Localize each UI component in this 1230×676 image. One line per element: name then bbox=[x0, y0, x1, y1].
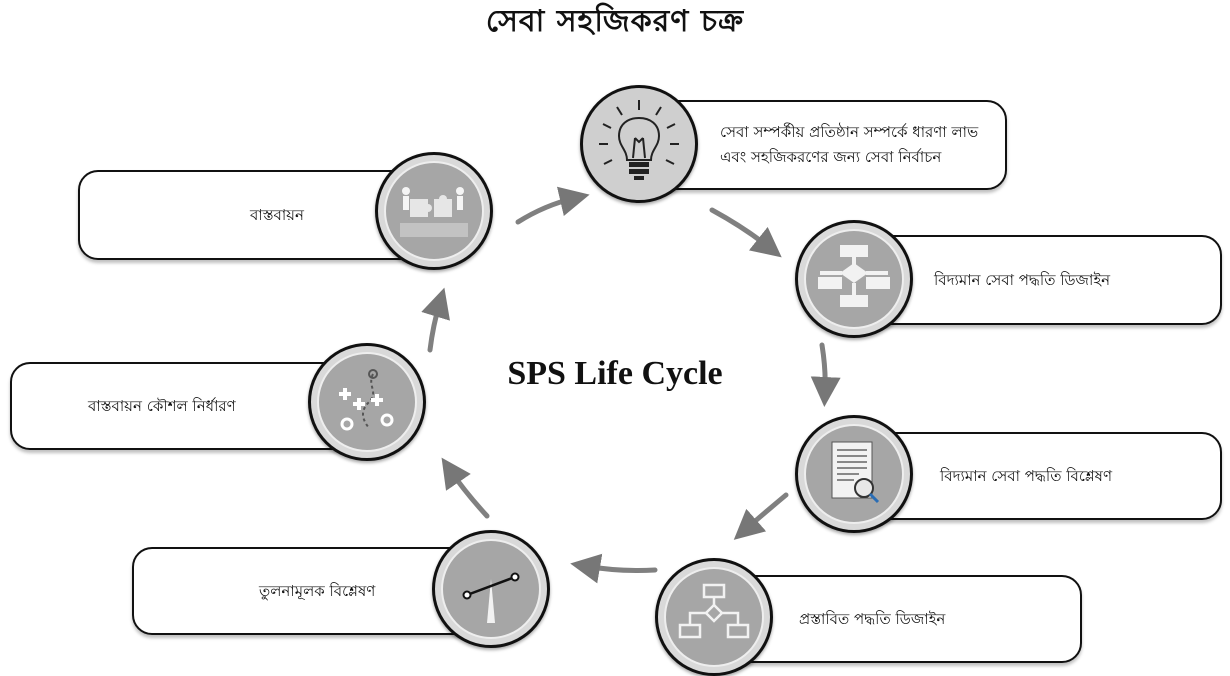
step-node-2 bbox=[795, 220, 913, 338]
lightbulb-icon bbox=[599, 100, 679, 180]
center-label: SPS Life Cycle bbox=[507, 355, 723, 392]
step-node-1 bbox=[580, 85, 698, 203]
step-box-3: বিদ্যমান সেবা পদ্ধতি বিশ্লেষণ bbox=[860, 432, 1222, 520]
balance-icon bbox=[462, 572, 520, 623]
step-node-7 bbox=[375, 152, 493, 270]
step-node-3 bbox=[795, 415, 913, 533]
diagram-title: সেবা সহজিকরণ চক্র bbox=[485, 4, 745, 39]
step-label-6: বাস্তবায়ন কৌশল নির্ধারণ bbox=[88, 396, 236, 415]
arrow-5-to-6 bbox=[441, 457, 490, 519]
arrow-3-to-4 bbox=[733, 492, 789, 540]
step-label-3: বিদ্যমান সেবা পদ্ধতি বিশ্লেষণ bbox=[940, 466, 1113, 485]
document-search-icon bbox=[831, 441, 880, 504]
step-label-4: প্রস্তাবিত পদ্ধতি ডিজাইন bbox=[799, 609, 946, 628]
step-node-6 bbox=[308, 343, 426, 461]
step-label-5: তুলনামূলক বিশ্লেষণ bbox=[259, 581, 376, 600]
puzzle-icon bbox=[400, 187, 468, 237]
step-label-1: সেবা সম্পর্কীয় প্রতিষ্ঠান সম্পর্কে ধারণ… bbox=[720, 123, 979, 166]
arrow-1-to-2 bbox=[709, 207, 782, 258]
arrow-7-to-1 bbox=[515, 186, 590, 225]
arrow-4-to-5 bbox=[570, 553, 658, 584]
flowchart-icon bbox=[818, 245, 890, 307]
step-label-7: বাস্তবায়ন bbox=[250, 205, 304, 224]
strategy-icon bbox=[339, 369, 394, 431]
arrow-2-to-3 bbox=[810, 342, 841, 407]
step-box-2: বিদ্যমান সেবা পদ্ধতি ডিজাইন bbox=[860, 235, 1222, 325]
step-box-4: প্রস্তাবিত পদ্ধতি ডিজাইন bbox=[715, 575, 1082, 663]
arrow-6-to-7 bbox=[421, 287, 450, 353]
step-node-5 bbox=[432, 530, 550, 648]
step-node-4 bbox=[655, 558, 773, 676]
step-box-1: সেবা সম্পর্কীয় প্রতিষ্ঠান সম্পর্কে ধারণ… bbox=[640, 100, 1007, 190]
step-label-2: বিদ্যমান সেবা পদ্ধতি ডিজাইন bbox=[934, 270, 1111, 289]
flowchart-icon bbox=[678, 583, 750, 639]
